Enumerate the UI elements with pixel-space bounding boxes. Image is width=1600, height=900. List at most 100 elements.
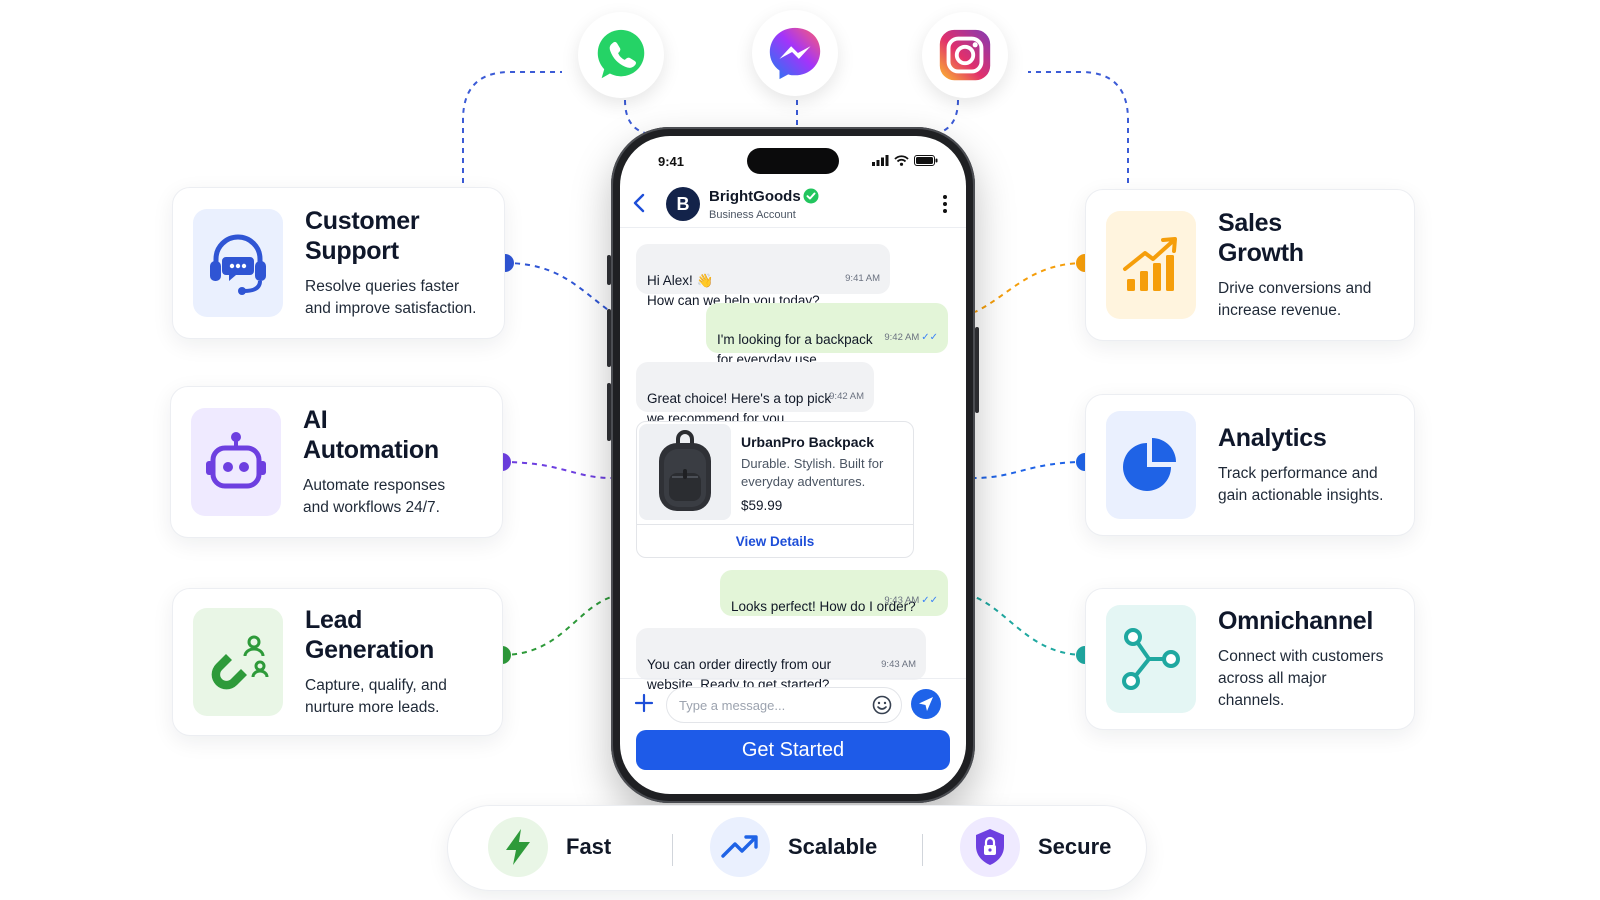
message-input[interactable] <box>666 687 902 723</box>
benefits-bar: Fast Scalable Secure <box>447 805 1147 891</box>
message-bubble-incoming: Hi Alex! 👋 How can we help you today? 9:… <box>636 244 890 308</box>
divider <box>922 834 923 866</box>
magnet-icon <box>211 635 269 690</box>
fast-label: Fast <box>566 834 612 859</box>
lead-generation-tile <box>193 608 283 716</box>
scalable-label: Scalable <box>788 834 878 859</box>
product-description: Durable. Stylish. Built for everyday adv… <box>741 456 884 489</box>
instagram-icon <box>939 29 991 81</box>
business-avatar[interactable]: B <box>666 187 700 221</box>
ai-automation-card[interactable]: AI Automation Automate responses and wor… <box>170 386 503 538</box>
ai-automation-title: AI Automation <box>303 406 439 464</box>
emoji-icon[interactable] <box>872 695 892 715</box>
benefit-scalable: Scalable <box>710 817 877 877</box>
divider <box>672 834 673 866</box>
shield-lock-icon <box>976 829 1004 865</box>
product-name: UrbanPro Backpack <box>741 434 875 450</box>
lightning-icon <box>506 829 530 865</box>
share-network-icon <box>1122 628 1180 690</box>
omnichannel-title: Omnichannel <box>1218 607 1374 635</box>
message-time: 9:43 AM <box>881 659 916 670</box>
omnichannel-desc: Connect with customers across all major … <box>1218 648 1384 709</box>
lead-generation-title: Lead Generation <box>305 606 434 664</box>
business-name[interactable]: BrightGoods <box>709 188 801 205</box>
message-time: 9:42 AM <box>829 391 864 402</box>
whatsapp-badge[interactable] <box>578 12 664 98</box>
volume-up-button <box>607 309 611 367</box>
omnichannel-tile <box>1106 605 1196 713</box>
product-image <box>639 424 731 520</box>
product-price: $59.99 <box>741 498 783 513</box>
messenger-badge[interactable] <box>752 10 838 96</box>
secure-icon-circle <box>960 817 1020 877</box>
message-time: 9:42 AM <box>884 332 920 343</box>
sales-growth-title: Sales Growth <box>1218 209 1304 267</box>
pie-chart-icon <box>1123 438 1176 491</box>
headset-icon <box>210 234 266 295</box>
get-started-button[interactable]: Get Started <box>636 730 950 770</box>
message-bubble-outgoing: Looks perfect! How do I order? 9:43 AM✓✓ <box>720 570 948 616</box>
message-time-wrap: 9:42 AM✓✓ <box>884 328 938 348</box>
sales-growth-card[interactable]: Sales Growth Drive conversions and incre… <box>1085 189 1415 341</box>
scalable-icon-circle <box>710 817 770 877</box>
analytics-tile <box>1106 411 1196 519</box>
plus-icon[interactable] <box>634 693 654 713</box>
chat-header: B BrightGoods Business Account <box>620 180 966 228</box>
message-text: Looks perfect! How do I order? <box>731 599 916 614</box>
business-account-label: Business Account <box>709 209 796 221</box>
message-composer <box>620 678 966 728</box>
analytics-card[interactable]: Analytics Track performance and gain act… <box>1085 394 1415 536</box>
whatsapp-icon <box>597 29 645 79</box>
trending-up-icon <box>721 835 758 858</box>
message-time: 9:41 AM <box>845 273 880 284</box>
lead-generation-desc: Capture, qualify, and nurture more leads… <box>305 677 447 716</box>
signal-icon <box>872 155 889 166</box>
send-icon <box>919 697 933 711</box>
robot-icon <box>206 432 266 489</box>
benefit-secure: Secure <box>960 817 1111 877</box>
read-ticks-icon: ✓✓ <box>921 595 938 606</box>
secure-label: Secure <box>1038 834 1112 859</box>
message-bubble-outgoing: I'm looking for a backpack for everyday … <box>706 303 948 367</box>
mute-switch <box>607 255 611 285</box>
power-button <box>975 327 979 413</box>
messenger-icon <box>769 27 821 80</box>
customer-support-desc: Resolve queries faster and improve satis… <box>305 278 477 317</box>
wifi-icon <box>894 155 909 166</box>
product-card[interactable]: UrbanPro Backpack Durable. Stylish. Buil… <box>636 421 914 558</box>
read-ticks-icon: ✓✓ <box>921 332 938 343</box>
lead-generation-card[interactable]: Lead Generation Capture, qualify, and nu… <box>172 588 503 736</box>
status-icons <box>872 155 938 166</box>
analytics-title: Analytics <box>1218 424 1327 452</box>
ai-automation-desc: Automate responses and workflows 24/7. <box>303 477 446 516</box>
sales-growth-desc: Drive conversions and increase revenue. <box>1218 280 1372 319</box>
fast-icon-circle <box>488 817 548 877</box>
phone-device: 9:41 B BrightGoods <box>607 127 979 803</box>
status-time: 9:41 <box>658 154 685 169</box>
message-time: 9:43 AM <box>884 595 920 606</box>
customer-support-title: Customer Support <box>305 207 420 265</box>
sales-growth-tile <box>1106 211 1196 319</box>
ai-automation-tile <box>191 408 281 516</box>
message-bubble-incoming: Great choice! Here's a top pick we recom… <box>636 362 874 426</box>
volume-down-button <box>607 383 611 441</box>
customer-support-card[interactable]: Customer Support Resolve queries faster … <box>172 187 505 339</box>
message-text: I'm looking for a backpack for everyday … <box>717 332 873 367</box>
analytics-desc: Track performance and gain actionable in… <box>1218 465 1384 504</box>
backpack-icon <box>659 430 711 511</box>
message-list: Hi Alex! 👋 How can we help you today? 9:… <box>620 228 966 692</box>
back-arrow-icon[interactable] <box>632 193 646 213</box>
instagram-badge[interactable] <box>922 12 1008 98</box>
phone-screen: 9:41 B BrightGoods <box>620 136 966 794</box>
verified-badge-icon <box>803 188 819 204</box>
more-options-icon[interactable] <box>942 194 948 214</box>
view-details-button[interactable]: View Details <box>637 524 913 557</box>
message-bubble-incoming: You can order directly from our website.… <box>636 628 926 692</box>
customer-support-tile <box>193 209 283 317</box>
growth-chart-icon <box>1123 237 1177 291</box>
send-button[interactable] <box>911 689 941 719</box>
dynamic-island <box>747 148 839 174</box>
omnichannel-card[interactable]: Omnichannel Connect with customers acros… <box>1085 588 1415 730</box>
message-time-wrap: 9:43 AM✓✓ <box>884 591 938 611</box>
battery-icon <box>914 155 938 166</box>
